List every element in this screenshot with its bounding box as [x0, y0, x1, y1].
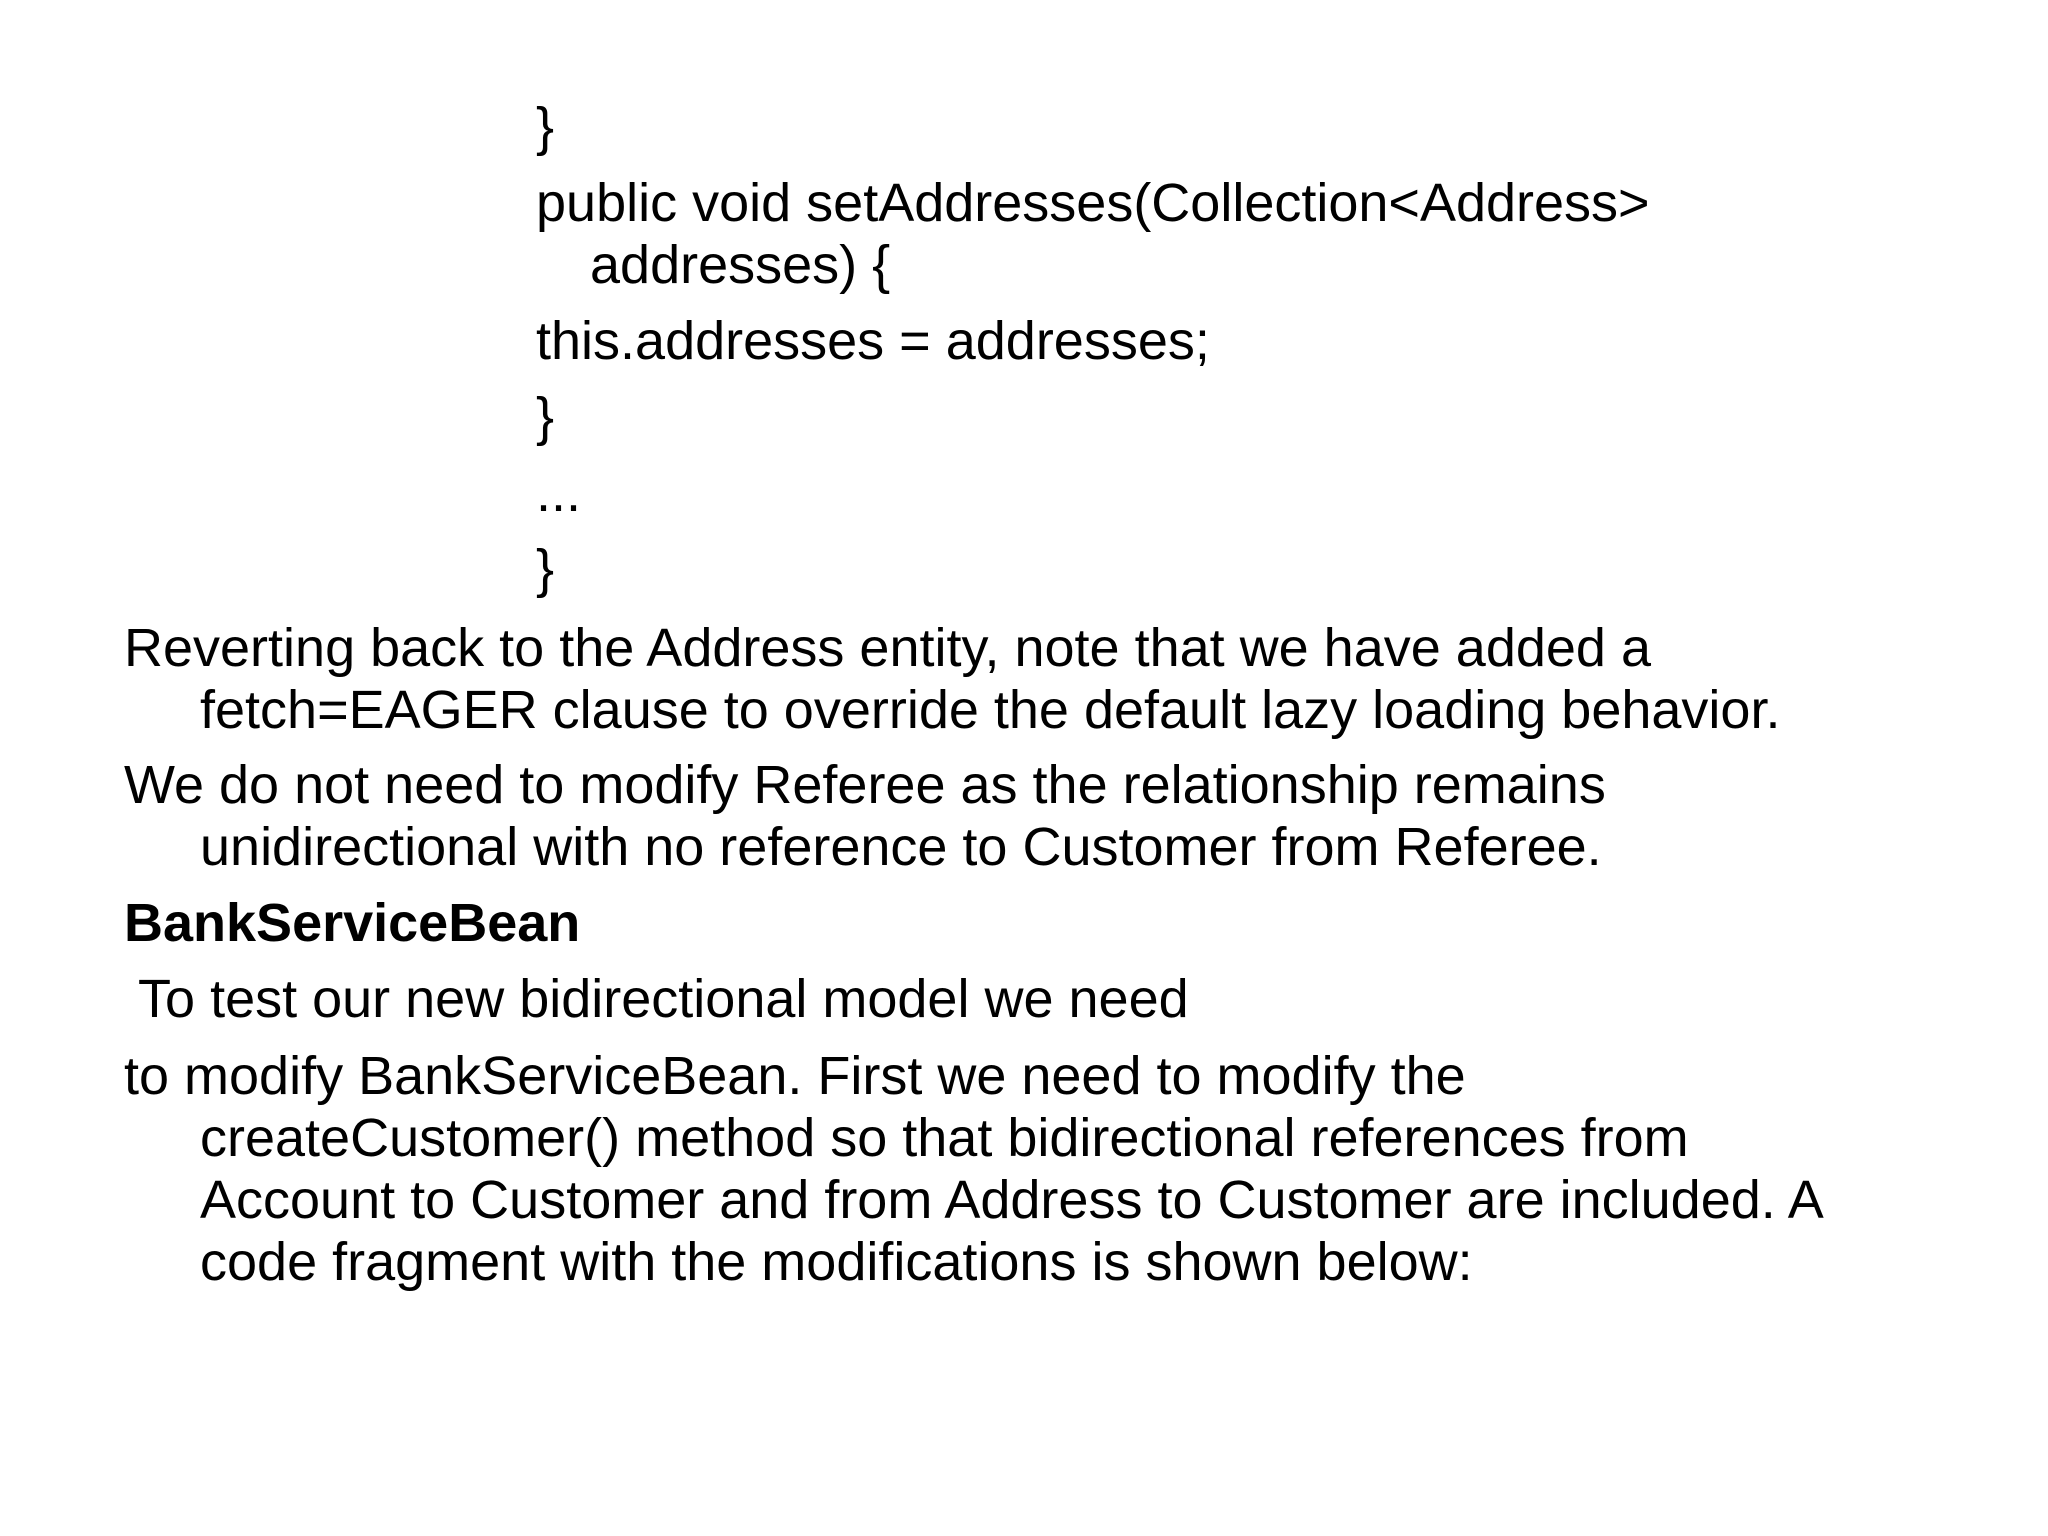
paragraph-line: fetch=EAGER clause to override the defau… [200, 680, 1781, 740]
paragraph-line: We do not need to modify Referee as the … [124, 755, 1606, 815]
intro-line: To test our new bidirectional model we n… [124, 969, 1189, 1029]
code-closing-brace: } [536, 387, 555, 447]
section-heading: BankServiceBean [124, 893, 581, 953]
paragraph-line: unidirectional with no reference to Cust… [200, 817, 1602, 877]
paragraph-line: Reverting back to the Address entity, no… [124, 618, 1651, 678]
paragraph-line: code fragment with the modifications is … [200, 1232, 1473, 1292]
paragraph-line: to modify BankServiceBean. First we need… [124, 1046, 1466, 1106]
code-closing-brace: } [536, 539, 555, 599]
code-method-signature-continued: addresses) { [590, 235, 891, 295]
code-assignment: this.addresses = addresses; [536, 311, 1210, 371]
paragraph-line: createCustomer() method so that bidirect… [200, 1108, 1689, 1168]
code-method-signature: public void setAddresses(Collection<Addr… [536, 173, 1650, 233]
paragraph-line: Account to Customer and from Address to … [200, 1170, 1824, 1230]
code-closing-brace: } [536, 97, 555, 157]
code-ellipsis: ... [536, 463, 582, 523]
